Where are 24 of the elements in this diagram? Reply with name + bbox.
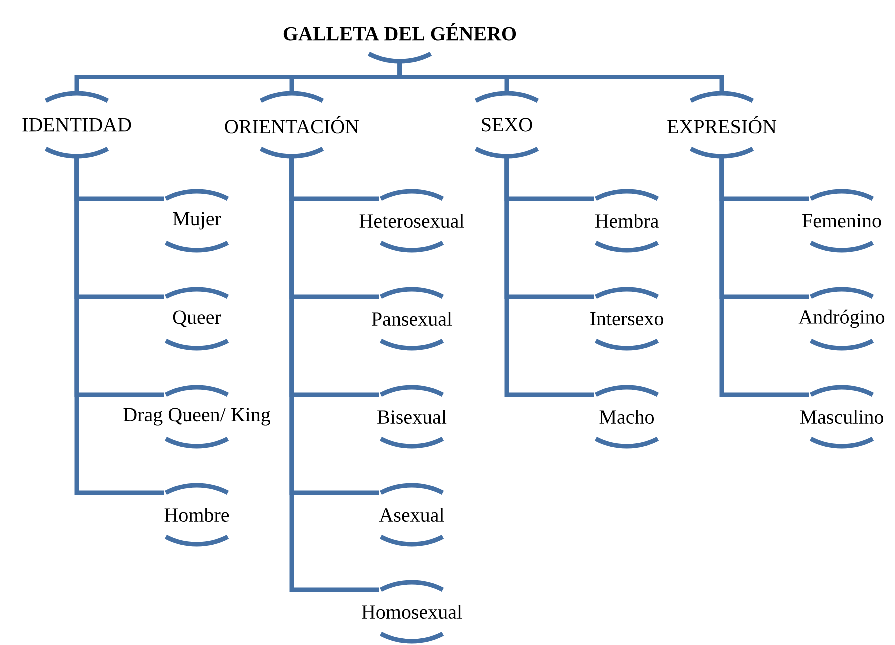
bracketed-label: Asexual	[379, 483, 444, 547]
bracketed-label: Heterosexual	[360, 189, 464, 253]
bracketed-label: Macho	[595, 385, 659, 449]
bracketed-label: GALLETA DEL GÉNERO	[284, 23, 516, 64]
bracketed-label: IDENTIDAD	[22, 91, 132, 159]
bracketed-label: Andrógino	[798, 287, 885, 351]
connector-line	[720, 156, 810, 398]
bracketed-label: Mujer	[165, 189, 229, 253]
connector-line	[398, 60, 724, 94]
connector-line	[74, 156, 164, 496]
bracketed-label: Hombre	[164, 483, 230, 547]
bracketed-label: Pansexual	[372, 287, 452, 351]
bracketed-label: Masculino	[800, 385, 884, 449]
bracketed-label: Queer	[165, 287, 229, 351]
bracketed-label: Femenino	[802, 189, 882, 253]
bracketed-label: SEXO	[475, 91, 539, 159]
bracketed-label: Drag Queen/ King	[124, 385, 270, 449]
connector-line	[504, 156, 594, 398]
bracketed-label: Hembra	[595, 189, 659, 253]
bracketed-label: Homosexual	[362, 580, 462, 644]
bracketed-label: ORIENTACIÓN	[225, 91, 360, 159]
bracketed-label: Bisexual	[378, 385, 447, 449]
bracketed-label: Intersexo	[590, 287, 664, 351]
bracketed-label: EXPRESIÓN	[668, 91, 777, 159]
